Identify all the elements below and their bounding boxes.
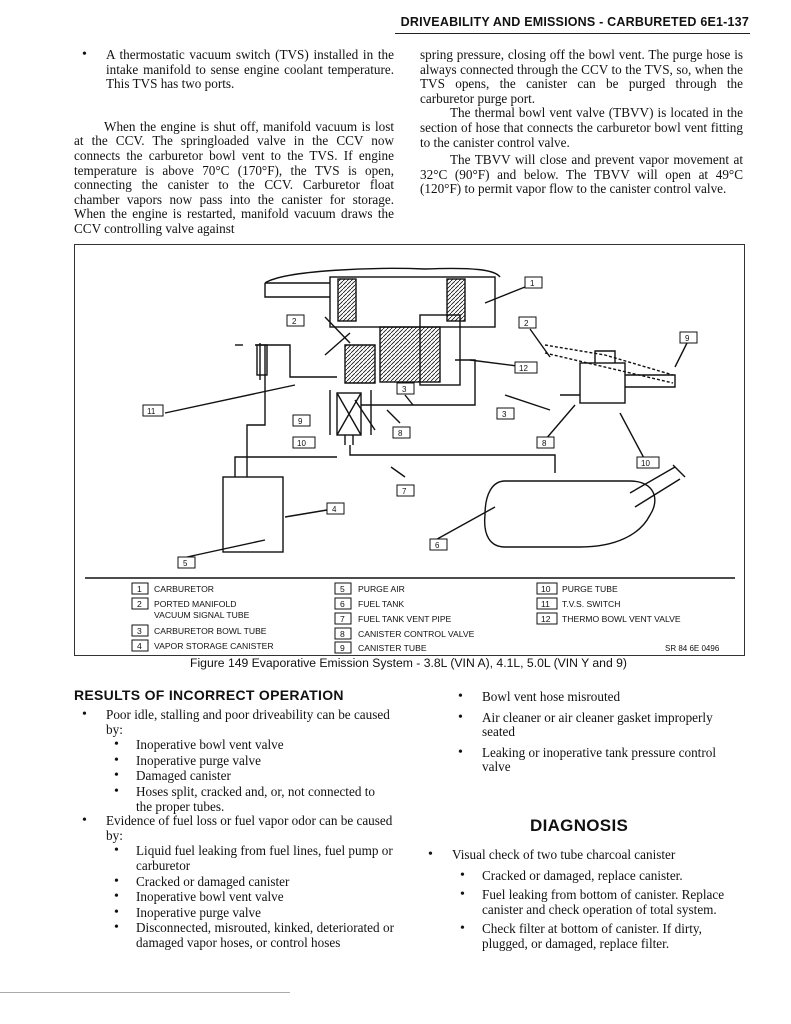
- svg-text:5: 5: [340, 584, 345, 594]
- svg-text:7: 7: [340, 614, 345, 624]
- tvs-bullet: A thermostatic vacuum switch (TVS) insta…: [74, 47, 394, 92]
- callout-11: 11: [142, 404, 164, 417]
- callout-1: 1: [524, 276, 543, 289]
- diagnosis-item: Cracked or damaged, replace canister.: [420, 868, 745, 884]
- svg-text:4: 4: [137, 641, 142, 651]
- figure-ref: SR 84 6E 0496: [665, 644, 720, 653]
- page-header: DRIVEABILITY AND EMISSIONS - CARBURETED …: [400, 15, 749, 29]
- intro-right-paragraph-3: The TBVV will close and prevent vapor mo…: [420, 152, 743, 197]
- svg-text:CANISTER CONTROL VALVE: CANISTER CONTROL VALVE: [358, 629, 475, 639]
- diagnosis-main-item: Visual check of two tube charcoal canist…: [420, 847, 745, 863]
- callout-2: 2: [286, 314, 305, 327]
- svg-text:CANISTER TUBE: CANISTER TUBE: [358, 643, 427, 653]
- svg-text:3: 3: [502, 410, 507, 419]
- svg-text:4: 4: [332, 505, 337, 514]
- svg-text:2: 2: [292, 317, 297, 326]
- callout-12: 12: [514, 361, 538, 374]
- results-item: Inoperative purge valve: [74, 753, 394, 769]
- results-bullet-1: Poor idle, stalling and poor driveabilit…: [74, 707, 394, 737]
- svg-text:11: 11: [541, 599, 550, 609]
- results-right-column: Bowl vent hose misrouted Air cleaner or …: [450, 689, 745, 775]
- figure-caption: Figure 149 Evaporative Emission System -…: [190, 656, 627, 670]
- svg-text:12: 12: [519, 364, 528, 373]
- results-item: Inoperative bowl vent valve: [74, 738, 394, 753]
- callout-6: 6: [429, 538, 448, 551]
- intro-right-paragraph-1: spring pressure, closing off the bowl ve…: [420, 47, 743, 106]
- intro-right-paragraph-2: The thermal bowl vent valve (TBVV) is lo…: [420, 105, 743, 150]
- svg-text:PURGE AIR: PURGE AIR: [358, 584, 405, 594]
- svg-text:9: 9: [340, 643, 345, 653]
- callout-4: 4: [326, 502, 345, 515]
- callout-8b: 8: [536, 436, 555, 449]
- svg-text:10: 10: [297, 439, 306, 448]
- diagnosis-item: Check filter at bottom of canister. If d…: [420, 922, 745, 951]
- results-item: Inoperative bowl vent valve: [74, 890, 394, 905]
- svg-text:3: 3: [402, 385, 407, 394]
- intro-left-column: A thermostatic vacuum switch (TVS) insta…: [74, 47, 394, 237]
- callout-3: 3: [396, 382, 415, 395]
- svg-text:8: 8: [340, 629, 345, 639]
- legend-col-3: 10 PURGE TUBE 11 T.V.S. SWITCH 12 THERMO BO…: [536, 582, 681, 625]
- callout-10: 10: [292, 436, 316, 449]
- diagnosis-item: Fuel leaking from bottom of canister. Re…: [420, 887, 745, 917]
- svg-text:9: 9: [298, 417, 303, 426]
- svg-text:6: 6: [435, 541, 440, 550]
- svg-text:11: 11: [147, 407, 156, 416]
- svg-text:FUEL TANK VENT PIPE: FUEL TANK VENT PIPE: [358, 614, 452, 624]
- diagnosis-column: Visual check of two tube charcoal canist…: [420, 847, 745, 952]
- intro-left-paragraph: When the engine is shut off, manifold va…: [74, 118, 394, 236]
- callout-7: 7: [396, 484, 415, 497]
- results-item: Hoses split, cracked and, or, not connec…: [74, 784, 394, 814]
- svg-text:12: 12: [541, 614, 551, 624]
- callout-9b: 9: [679, 331, 698, 344]
- svg-text:9: 9: [685, 334, 690, 343]
- svg-text:THERMO BOWL VENT VALVE: THERMO BOWL VENT VALVE: [562, 614, 681, 624]
- results-bullet-2: Evidence of fuel loss or fuel vapor odor…: [74, 813, 394, 843]
- svg-text:2: 2: [137, 599, 142, 609]
- results-item: Disconnected, misrouted, kinked, deterio…: [74, 920, 394, 950]
- results-right-item: Leaking or inoperative tank pressure con…: [450, 745, 745, 775]
- svg-text:8: 8: [398, 429, 403, 438]
- svg-text:8: 8: [542, 439, 547, 448]
- svg-text:5: 5: [183, 559, 188, 568]
- callout-5: 5: [177, 556, 196, 569]
- callout-3b: 3: [496, 407, 515, 420]
- header-rule: [395, 33, 750, 34]
- svg-text:FUEL TANK: FUEL TANK: [358, 599, 404, 609]
- results-item: Liquid fuel leaking from fuel lines, fue…: [74, 843, 394, 873]
- svg-text:PORTED MANIFOLD: PORTED MANIFOLD: [154, 599, 236, 609]
- legend-col-1: 1 CARBURETOR 2 PORTED MANIFOLD VACUUM SIGN…: [131, 582, 274, 652]
- results-item: Damaged canister: [74, 769, 394, 784]
- svg-text:7: 7: [402, 487, 407, 496]
- svg-text:VAPOR STORAGE CANISTER: VAPOR STORAGE CANISTER: [154, 641, 274, 651]
- svg-text:10: 10: [541, 584, 551, 594]
- svg-text:CARBURETOR BOWL TUBE: CARBURETOR BOWL TUBE: [154, 626, 267, 636]
- results-title: RESULTS OF INCORRECT OPERATION: [74, 687, 344, 703]
- svg-text:3: 3: [137, 626, 142, 636]
- intro-right-column: spring pressure, closing off the bowl ve…: [420, 47, 743, 197]
- callout-8: 8: [392, 426, 411, 439]
- svg-text:10: 10: [641, 459, 650, 468]
- results-item: Cracked or damaged canister: [74, 874, 394, 890]
- evap-diagram: 1 2 2 3 3 7 8 8 9 9 10 10 11 12 4 5 6 1C…: [85, 267, 735, 654]
- results-left-column: Poor idle, stalling and poor driveabilit…: [74, 707, 394, 951]
- callout-9: 9: [292, 414, 311, 427]
- svg-text:1: 1: [137, 584, 142, 594]
- callout-2b: 2: [518, 316, 537, 329]
- callout-10b: 10: [636, 456, 660, 469]
- svg-text:CARBURETOR: CARBURETOR: [154, 584, 214, 594]
- svg-text:VACUUM SIGNAL TUBE: VACUUM SIGNAL TUBE: [154, 610, 250, 620]
- svg-text:6: 6: [340, 599, 345, 609]
- svg-text:1: 1: [530, 279, 535, 288]
- legend-col-2: 5 PURGE AIR 6 FUEL TANK 7 FUEL TANK VENT PI…: [334, 582, 475, 654]
- diagnosis-title: DIAGNOSIS: [530, 816, 629, 835]
- results-right-item: Bowl vent hose misrouted: [450, 689, 745, 705]
- results-right-item: Air cleaner or air cleaner gasket improp…: [450, 710, 745, 740]
- footer-rule: [0, 992, 290, 993]
- svg-text:T.V.S. SWITCH: T.V.S. SWITCH: [562, 599, 620, 609]
- results-item: Inoperative purge valve: [74, 905, 394, 921]
- svg-text:PURGE TUBE: PURGE TUBE: [562, 584, 618, 594]
- svg-text:2: 2: [524, 319, 529, 328]
